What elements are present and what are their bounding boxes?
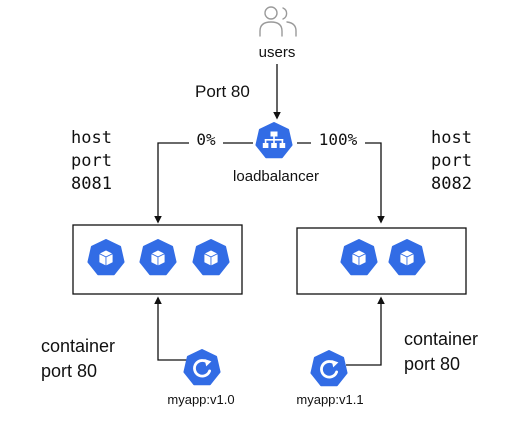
- right-traffic-percent: 100%: [319, 130, 358, 149]
- container-left-line1: container: [41, 336, 115, 356]
- left-traffic-percent: 0%: [196, 130, 216, 149]
- host-8081-label: host port 8081: [71, 128, 112, 194]
- host-8081-line1: host: [71, 128, 112, 148]
- deployment-icon: [184, 350, 219, 384]
- host-8082-label: host port 8082: [431, 128, 472, 194]
- container-port-left-label: container port 80: [41, 336, 115, 381]
- deploy-v1-0-to-host-arrow: [154, 296, 191, 361]
- pod-cube-icon: [341, 240, 376, 274]
- host-8081-line3: 8081: [71, 174, 112, 194]
- pod-cube-icon: [389, 240, 424, 274]
- deploy-v1-1-image: myapp:v1.1: [296, 392, 363, 407]
- users-icon: [259, 6, 297, 37]
- container-right-line1: container: [404, 329, 478, 349]
- right-percent-bg: [311, 132, 365, 150]
- load-balancer-icon: [256, 123, 291, 157]
- container-right-line2: port 80: [404, 354, 460, 374]
- entry-port-label: Port 80: [195, 82, 250, 101]
- pod-cube-icon: [193, 240, 228, 274]
- container-port-right-label: container port 80: [404, 329, 478, 374]
- pod-cube-icon: [140, 240, 175, 274]
- host-8082-line3: 8082: [431, 174, 472, 194]
- host-8082-box: [296, 227, 467, 295]
- container-left-line2: port 80: [41, 361, 97, 381]
- loadbalancer-label: loadbalancer: [233, 168, 319, 185]
- left-percent-bg: [189, 132, 223, 150]
- host-8081-line2: port: [71, 151, 112, 171]
- pod-cube-icon: [88, 240, 123, 274]
- host-8082-line1: host: [431, 128, 472, 148]
- host-8082-line2: port: [431, 151, 472, 171]
- deploy-v1-1-to-host-arrow: [346, 296, 385, 366]
- deploy-v1-0-image: myapp:v1.0: [167, 392, 234, 407]
- deployment-icon: [311, 351, 346, 385]
- users-label: users: [259, 44, 296, 61]
